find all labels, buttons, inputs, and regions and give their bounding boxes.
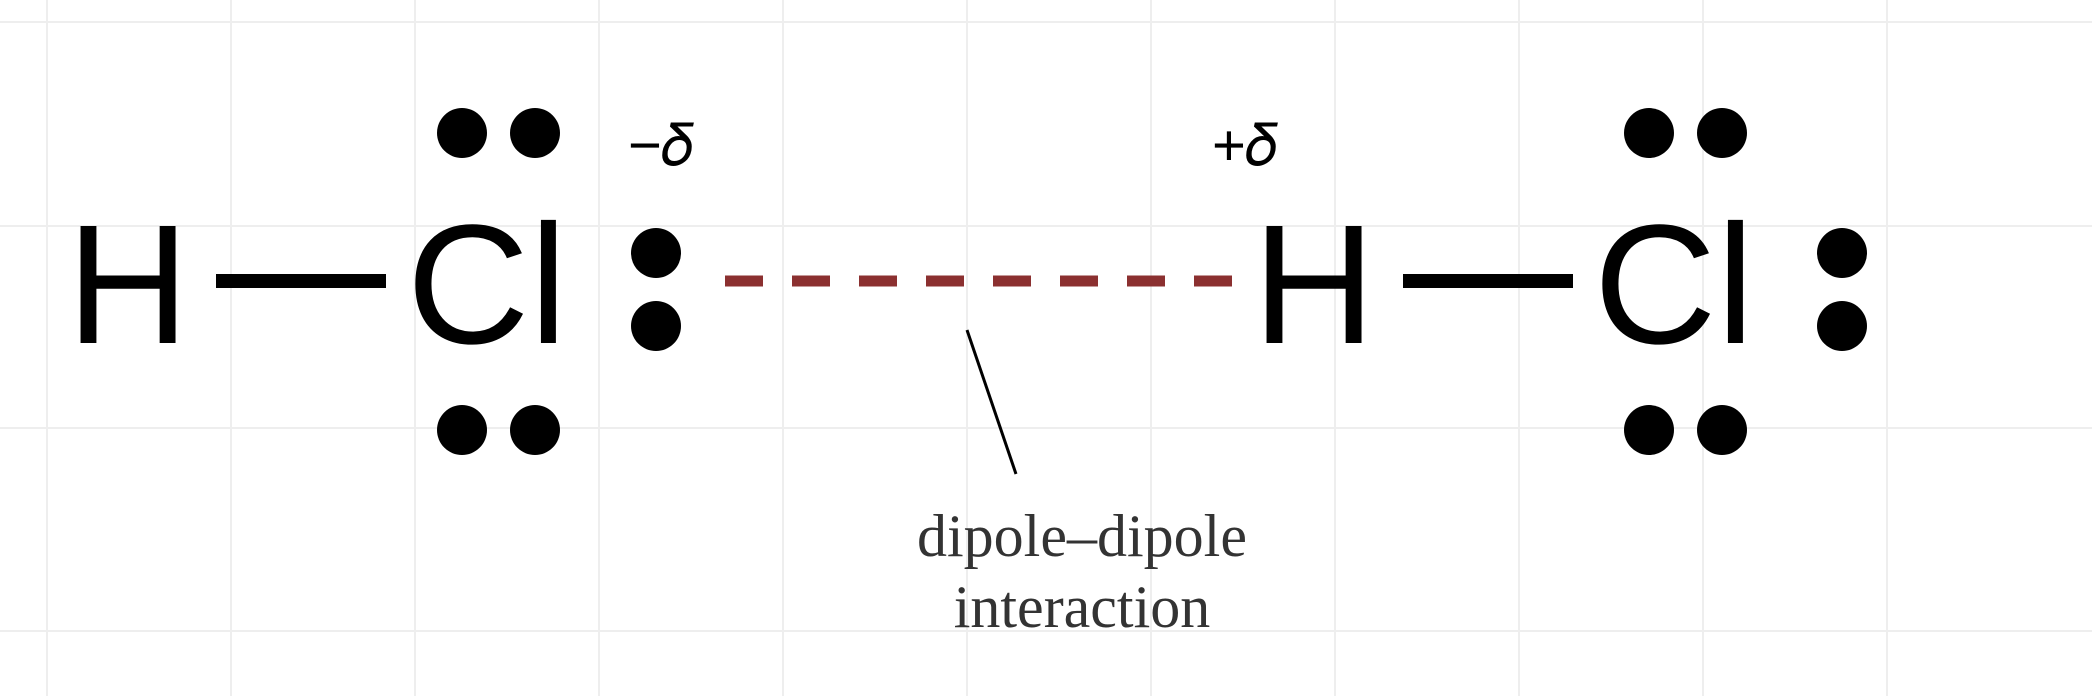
- lone-pair-electron: [437, 405, 487, 455]
- molecule-right: +𝛿 H Cl: [1212, 108, 1867, 455]
- lone-pair-electron: [510, 108, 560, 158]
- lone-pair-electron: [510, 405, 560, 455]
- lone-pair-electron: [1624, 108, 1674, 158]
- partial-charge-positive: +𝛿: [1212, 113, 1279, 178]
- lone-pair-electron: [1817, 228, 1867, 278]
- interaction-label-line1: dipole–dipole: [917, 503, 1247, 569]
- chlorine-atom-right: Cl: [1594, 190, 1755, 380]
- lone-pair-electron: [631, 301, 681, 351]
- lone-pair-electron: [1817, 301, 1867, 351]
- hydrogen-atom-right: H: [1253, 190, 1376, 380]
- chlorine-atom-left: Cl: [407, 190, 568, 380]
- lone-pair-electron: [1697, 405, 1747, 455]
- lone-pair-electron: [1624, 405, 1674, 455]
- partial-charge-negative: −𝛿: [628, 113, 695, 178]
- lone-pair-electron: [631, 228, 681, 278]
- lone-pair-electron: [437, 108, 487, 158]
- interaction-label-line2: interaction: [954, 574, 1211, 640]
- lone-pairs-left: [437, 108, 681, 455]
- lone-pairs-right: [1624, 108, 1867, 455]
- lone-pair-electron: [1697, 108, 1747, 158]
- label-leader-line: [965, 329, 1018, 475]
- molecule-left: H Cl −𝛿: [67, 108, 695, 455]
- hydrogen-atom-left: H: [67, 190, 190, 380]
